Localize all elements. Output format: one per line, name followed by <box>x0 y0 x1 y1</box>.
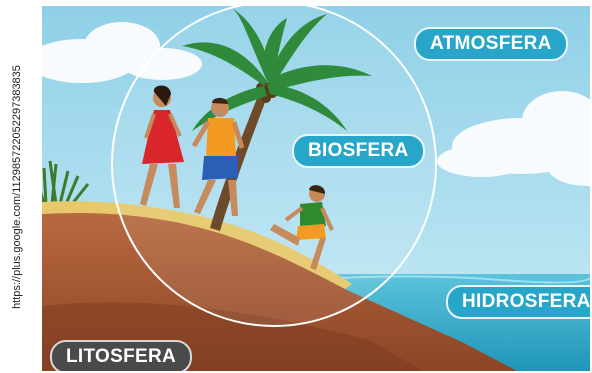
watermark-url: https://plus.google.com/1129857220522973… <box>2 0 32 373</box>
label-hidrosfera: HIDROSFERA <box>446 285 590 319</box>
watermark-text: https://plus.google.com/1129857220522973… <box>11 64 23 309</box>
label-litosfera: LITOSFERA <box>50 340 193 371</box>
man-figure <box>191 97 245 216</box>
palm-trunk <box>210 81 272 231</box>
illustration-scene: ATMOSFERA BIOSFERA HIDROSFERA LITOSFERA <box>42 6 590 371</box>
label-atmosfera: ATMOSFERA <box>414 27 568 61</box>
scene-svg <box>42 6 590 371</box>
earth-cliff <box>42 212 517 371</box>
palm-fronds <box>182 8 372 131</box>
cloud-right <box>437 91 590 186</box>
cloud-left <box>42 22 202 83</box>
biosphere-circle <box>111 6 437 327</box>
wave <box>341 275 590 284</box>
grass-clump <box>42 160 90 205</box>
woman-figure <box>140 85 184 208</box>
label-biosfera: BIOSFERA <box>292 134 425 168</box>
sand-strip <box>42 201 352 291</box>
child-figure <box>270 185 334 270</box>
